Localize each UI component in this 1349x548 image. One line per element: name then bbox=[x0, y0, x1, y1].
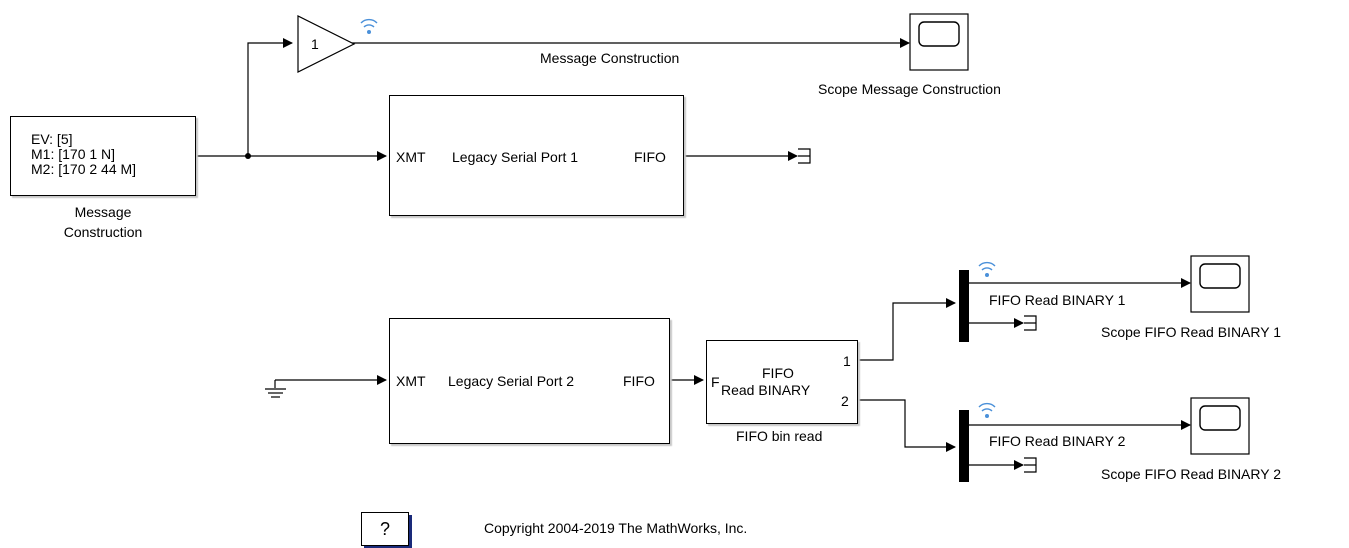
line-fifo-out2-to-demux2 bbox=[858, 399, 956, 452]
signal-lines bbox=[196, 38, 1191, 470]
ground-block[interactable] bbox=[265, 380, 286, 398]
scope-fifo-1-label: Scope FIFO Read BINARY 1 bbox=[1101, 324, 1282, 340]
wifi-icon bbox=[978, 261, 996, 277]
fifo-read-out-port-2: 2 bbox=[841, 393, 849, 409]
signal-label-fifo-1: FIFO Read BINARY 1 bbox=[989, 292, 1126, 308]
signal-label-message-construction: Message Construction bbox=[540, 50, 680, 66]
gain-block[interactable]: 1 bbox=[297, 15, 356, 73]
serial-port-1-block[interactable]: XMT Legacy Serial Port 1 FIFO bbox=[389, 95, 684, 216]
wifi-icon bbox=[978, 402, 996, 418]
constant-line-ev: EV: [5] bbox=[31, 131, 73, 147]
wifi-icon bbox=[360, 18, 378, 34]
line-fifo-out1-to-demux1 bbox=[858, 298, 956, 361]
branch-point bbox=[245, 153, 251, 159]
serial-port-2-in-port: XMT bbox=[396, 373, 426, 389]
terminator-block[interactable] bbox=[798, 148, 811, 164]
demux-block[interactable] bbox=[959, 270, 969, 342]
constant-block[interactable]: EV: [5] M1: [170 1 N] M2: [170 2 44 M] bbox=[10, 116, 196, 196]
fifo-read-title-1: FIFO bbox=[762, 365, 794, 381]
fifo-read-caption: FIFO bin read bbox=[736, 428, 823, 444]
fifo-read-out-port-1: 1 bbox=[843, 353, 851, 369]
signal-label-fifo-2: FIFO Read BINARY 2 bbox=[989, 433, 1126, 449]
serial-port-2-title: Legacy Serial Port 2 bbox=[448, 373, 575, 389]
scope-fifo-2-label: Scope FIFO Read BINARY 2 bbox=[1101, 466, 1282, 482]
serial-port-1-in-port: XMT bbox=[396, 149, 426, 165]
terminator-block[interactable] bbox=[1024, 457, 1037, 473]
constant-caption: Message Construction bbox=[40, 204, 166, 240]
constant-line-m1: M1: [170 1 N] bbox=[31, 146, 116, 162]
copyright-text: Copyright 2004-2019 The MathWorks, Inc. bbox=[484, 520, 748, 536]
gain-value: 1 bbox=[311, 36, 319, 52]
fifo-read-in-port: F bbox=[711, 374, 720, 390]
scope-block[interactable] bbox=[909, 13, 969, 71]
serial-port-1-title: Legacy Serial Port 1 bbox=[452, 149, 579, 165]
serial-port-1-out-port: FIFO bbox=[634, 149, 666, 165]
demux-block[interactable] bbox=[959, 410, 969, 482]
serial-port-2-out-port: FIFO bbox=[623, 373, 655, 389]
constant-caption-line1: Message bbox=[74, 204, 132, 220]
scope-block[interactable] bbox=[1190, 397, 1250, 455]
scope-block[interactable] bbox=[1190, 255, 1250, 313]
help-button[interactable]: ? bbox=[361, 512, 409, 546]
constant-line-m2: M2: [170 2 44 M] bbox=[31, 161, 137, 177]
fifo-read-title-2: Read BINARY bbox=[721, 382, 811, 398]
line-branch-to-gain bbox=[247, 38, 293, 156]
constant-caption-line2: Construction bbox=[63, 224, 143, 240]
fifo-read-block[interactable]: F FIFO Read BINARY 1 2 bbox=[706, 340, 858, 424]
scope-message-construction-label: Scope Message Construction bbox=[818, 81, 1001, 97]
serial-port-2-block[interactable]: XMT Legacy Serial Port 2 FIFO bbox=[389, 318, 670, 444]
terminator-block[interactable] bbox=[1024, 315, 1037, 331]
